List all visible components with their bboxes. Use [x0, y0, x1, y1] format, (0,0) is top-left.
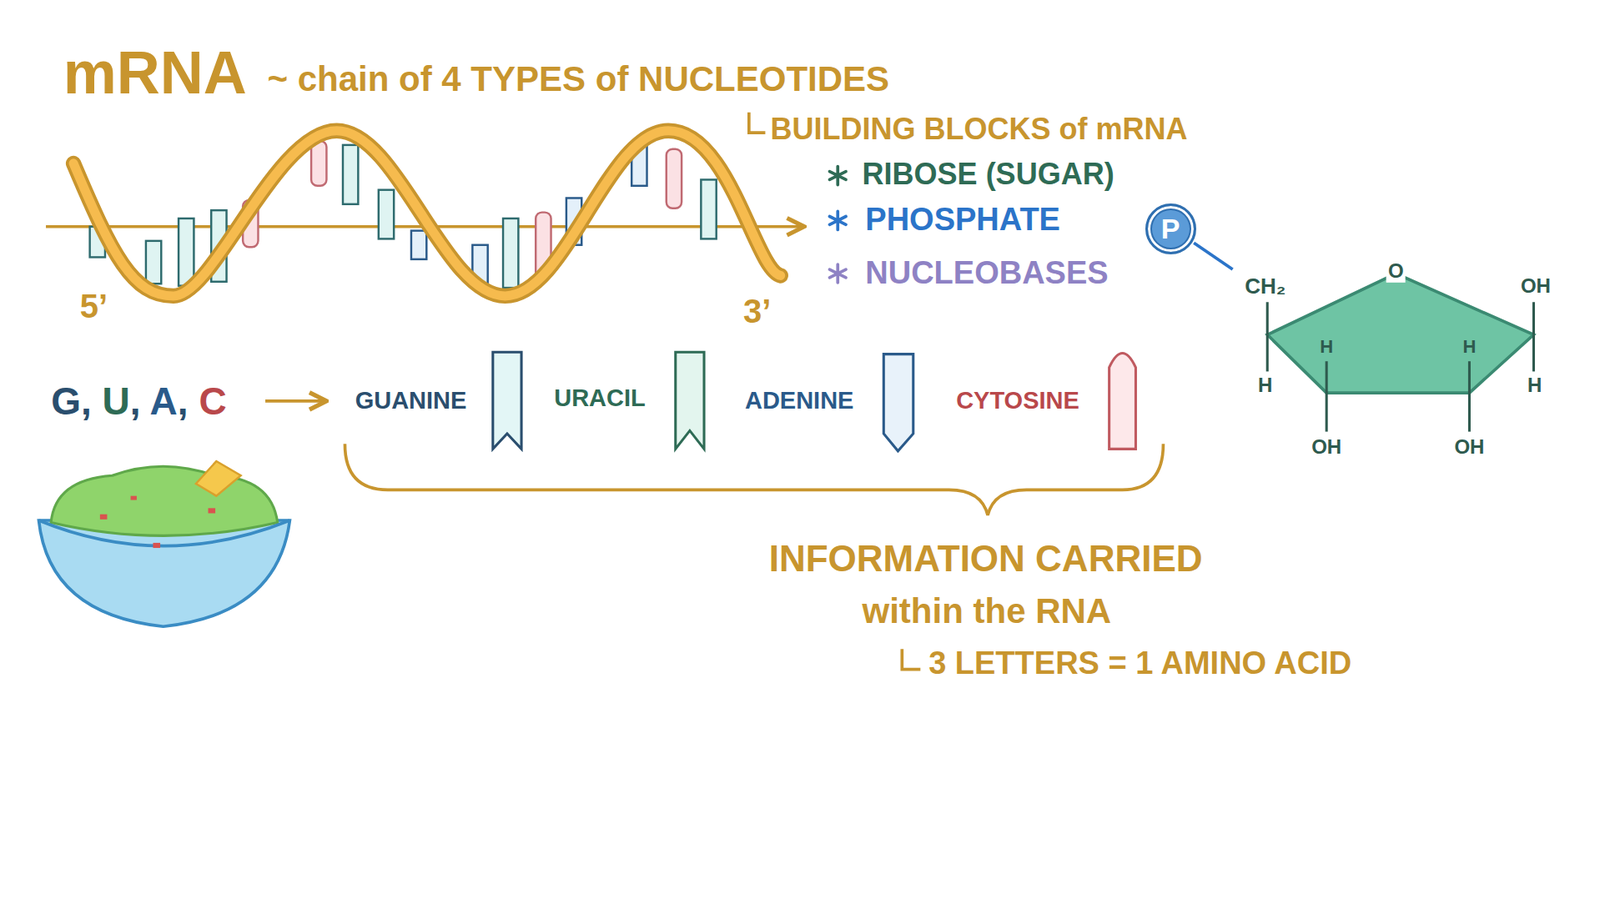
bond — [1468, 361, 1471, 393]
label: H — [1462, 337, 1476, 358]
letter: U — [102, 378, 131, 423]
label: NUCLEOBASES — [865, 256, 1108, 292]
curly-bracket — [344, 443, 1163, 516]
base-tag — [666, 149, 682, 209]
bond — [1325, 361, 1329, 393]
label: H — [1525, 374, 1544, 397]
label: GUANINE — [355, 387, 468, 415]
label: within the RNA — [862, 592, 1112, 631]
label: OH — [1309, 436, 1344, 458]
corner-mark — [749, 112, 766, 133]
bond — [1532, 301, 1535, 335]
bowl-rim — [38, 520, 290, 547]
tomato-bit — [152, 543, 161, 549]
uracil-icon — [675, 352, 705, 449]
label: 3 LETTERS = 1 AMINO ACID — [928, 646, 1352, 682]
label: O — [1386, 260, 1406, 282]
guanine-icon — [493, 352, 522, 449]
bond — [1325, 392, 1329, 432]
tomato-bit — [100, 514, 108, 520]
letter — [91, 378, 103, 423]
asterisk — [829, 166, 846, 186]
base-tag — [503, 218, 519, 288]
base-tag — [411, 231, 427, 260]
corner-mark — [901, 649, 921, 670]
letter: , — [80, 378, 92, 423]
label: ADENINE — [744, 387, 855, 415]
label: OH — [1519, 274, 1553, 297]
label: CYTOSINE — [955, 387, 1080, 415]
phosphate-bond — [1193, 242, 1233, 270]
tomato-bit — [130, 496, 137, 501]
label: CH₂ — [1242, 273, 1288, 298]
base-tag — [342, 145, 358, 205]
cytosine-icon — [1109, 352, 1137, 449]
helix-ribbon-edge — [73, 130, 781, 297]
bond — [1266, 334, 1269, 372]
adenine-icon — [883, 354, 913, 452]
asterisk — [829, 211, 846, 230]
letter — [140, 378, 151, 423]
bullets — [829, 166, 846, 283]
label: 3’ — [743, 292, 771, 330]
label: PHOSPHATE — [865, 202, 1061, 238]
label: H — [1256, 374, 1274, 397]
arrow — [265, 399, 325, 403]
guacamole-bowl — [38, 461, 290, 627]
label: RIBOSE (SUGAR) — [862, 157, 1115, 192]
label: H — [1319, 337, 1334, 358]
letter: A — [150, 378, 178, 423]
label: G, U, A, C — [50, 379, 227, 423]
label: OH — [1452, 436, 1486, 458]
node-text: P — [1161, 212, 1181, 246]
base-tag — [145, 241, 162, 284]
letter: , — [177, 378, 189, 423]
base-tag — [378, 190, 394, 240]
ribose-ring — [1267, 273, 1534, 393]
guacamole — [50, 466, 278, 536]
phosphate-circle: P — [1145, 203, 1197, 255]
base-tag — [178, 218, 194, 287]
bond — [1532, 334, 1535, 372]
bond — [1468, 392, 1471, 432]
label: 5’ — [80, 287, 108, 325]
label: ~ chain of 4 TYPES of NUCLEOTIDES — [266, 60, 890, 99]
base-tag — [700, 179, 716, 239]
helix-ribbon — [73, 130, 781, 297]
chip — [196, 461, 242, 497]
base-tag — [311, 140, 327, 187]
letter: G — [50, 378, 81, 423]
title: mRNA — [63, 40, 247, 106]
label: INFORMATION CARRIED — [769, 538, 1203, 579]
letter: , — [130, 378, 141, 423]
bond — [1266, 301, 1269, 335]
label: BUILDING BLOCKS of mRNA — [770, 113, 1188, 147]
asterisk — [829, 264, 846, 283]
letter — [188, 378, 200, 423]
label: URACIL — [553, 385, 646, 413]
letter: C — [198, 378, 227, 423]
tomato-bit — [208, 508, 217, 514]
ribose-bonds — [1267, 301, 1534, 432]
